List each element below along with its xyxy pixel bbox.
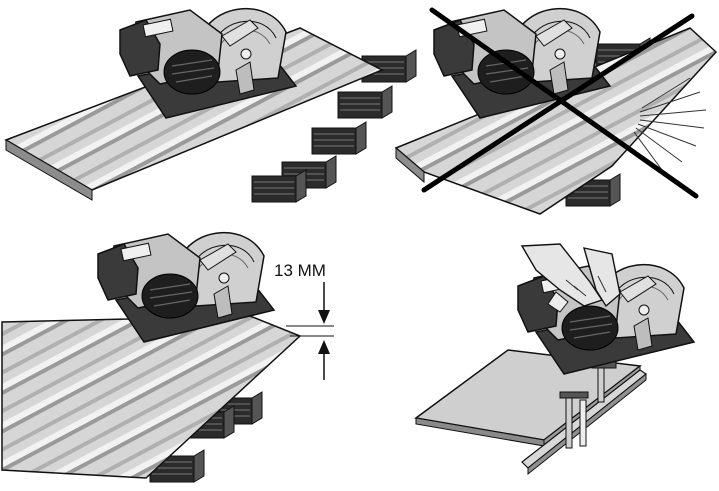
incorrect-cross-mark — [421, 7, 699, 199]
operator-hands — [520, 243, 621, 313]
panel-3-cut-depth: 13 MM — [1, 231, 334, 483]
clamp — [559, 391, 589, 449]
panel-4-clamped-panel-cut — [414, 243, 695, 476]
spark-lines — [633, 77, 707, 171]
cut-depth-indicator: 13 MM — [274, 261, 334, 380]
panel-1-correct-cut — [4, 7, 417, 203]
depth-label: 13 MM — [274, 261, 326, 280]
panel-2-incorrect-cut — [394, 7, 718, 215]
